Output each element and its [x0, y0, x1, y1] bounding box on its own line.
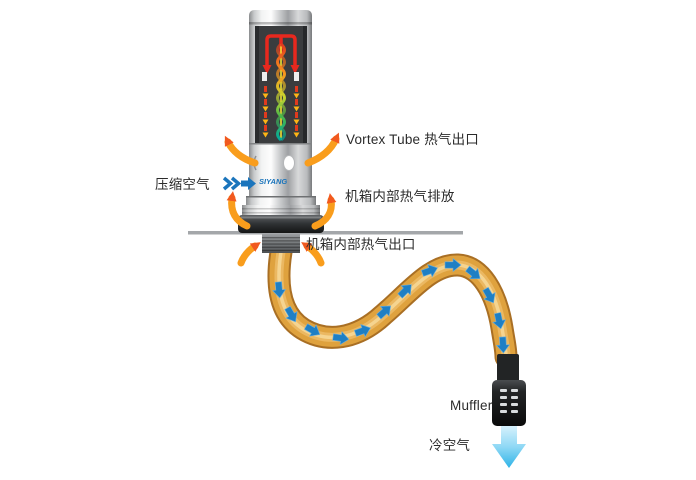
muffler — [492, 354, 526, 426]
hot-arrow-upper-left — [224, 135, 259, 167]
vortex-spiral — [276, 42, 286, 142]
label-cabinet-hot-air-outlet: 机箱内部热气出口 — [306, 237, 416, 252]
hot-arrow-lower-right — [301, 242, 325, 267]
hot-arrow-mid-right — [311, 193, 337, 230]
brand-logo: SIYANG — [259, 177, 287, 186]
nozzle-right — [294, 72, 299, 81]
tube-lower-band — [249, 143, 312, 196]
tube-cutaway-interior — [255, 26, 307, 143]
nozzle-left — [262, 72, 267, 81]
label-hot-air-outlet: Vortex Tube 热气出口 — [346, 132, 479, 147]
label-cabinet-hot-air-discharge: 机箱内部热气排放 — [345, 189, 455, 204]
hot-arrow-lower-left — [237, 242, 261, 267]
flange-nut — [238, 215, 324, 233]
compressed-air-arrows — [222, 176, 256, 191]
hot-arrow-upper-right — [304, 132, 340, 167]
flex-hose — [267, 240, 518, 369]
label-cold-air: 冷空气 — [429, 438, 471, 453]
vortex-tube-device: SIYANG — [238, 10, 324, 253]
tube-vent-hole — [283, 155, 295, 171]
cold-air-down-arrow — [492, 426, 526, 468]
label-compressed-air: 压缩空气 — [155, 177, 210, 192]
cabinet-panel-line — [188, 231, 463, 235]
mounting-collar — [242, 196, 320, 216]
label-muffler: Muffler — [450, 398, 493, 413]
hot-arrow-mid-left — [226, 191, 251, 230]
muffler-vent-slots — [500, 389, 518, 413]
threaded-stem — [262, 234, 300, 253]
hot-flow-dashed-arrows — [262, 86, 300, 138]
hot-air-arrows — [224, 132, 340, 267]
